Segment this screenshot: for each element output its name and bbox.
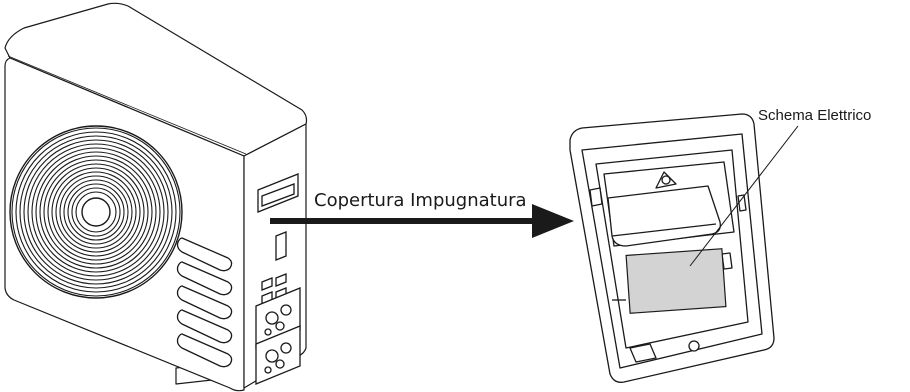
fan-ring	[63, 179, 129, 245]
fan-ring	[23, 139, 169, 285]
fan-ring	[71, 187, 121, 237]
fan-ring	[59, 175, 133, 249]
fan-ring	[31, 147, 161, 277]
fan-ring	[43, 159, 149, 265]
fan-ring	[35, 151, 157, 273]
fan-ring	[19, 135, 173, 289]
fan-ring	[67, 183, 125, 241]
unit-top-face	[4, 2, 308, 157]
cover-detail-view	[569, 113, 775, 383]
fan-ring	[27, 143, 165, 281]
fan-ring	[11, 127, 181, 297]
wiring-diagram-label: Schema Elettrico	[758, 107, 871, 124]
fan-ring	[47, 163, 145, 261]
fan-ring	[15, 131, 177, 293]
wiring-leader-line	[689, 125, 799, 267]
handle-cover-label: Copertura Impugnatura	[314, 190, 527, 211]
wiring-diagram-sticker	[625, 248, 727, 314]
handle-cover	[257, 173, 299, 305]
fan-ring	[55, 171, 137, 253]
service-valves	[255, 287, 301, 385]
fan-ring	[51, 167, 141, 257]
fan-grille	[9, 125, 183, 299]
fan-grille-rings	[11, 127, 181, 297]
fan-ring	[75, 191, 117, 233]
fan-ring	[39, 155, 153, 269]
fan-hub	[81, 197, 111, 227]
pointer-arrow	[270, 204, 574, 238]
front-vents	[176, 237, 233, 368]
